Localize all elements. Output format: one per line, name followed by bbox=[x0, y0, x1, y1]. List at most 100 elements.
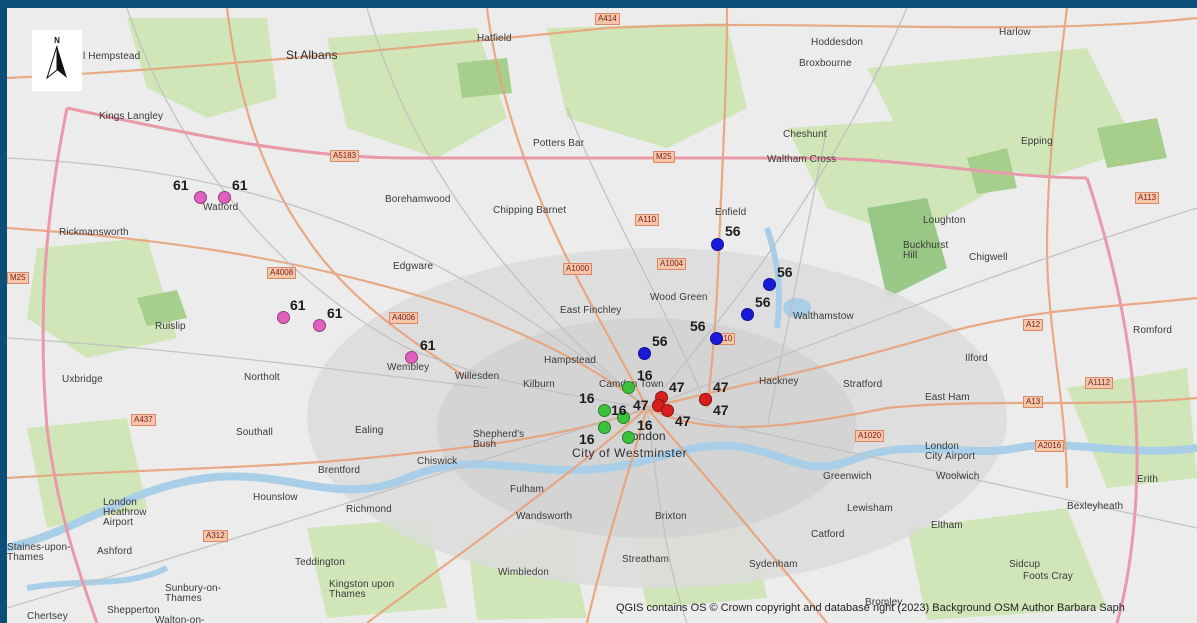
place-label-heathrow: London Heathrow Airport bbox=[103, 497, 147, 528]
place-label-ealing: Ealing bbox=[355, 425, 384, 436]
place-label-kingston: Kingston upon Thames bbox=[329, 579, 395, 600]
point-marker-47[interactable] bbox=[699, 393, 712, 406]
place-label-eltham: Eltham bbox=[931, 520, 963, 531]
place-label-southall: Southall bbox=[236, 427, 273, 438]
place-label-borehamwood: Borehamwood bbox=[385, 194, 451, 205]
point-marker-56[interactable] bbox=[710, 332, 723, 345]
north-arrow-icon bbox=[46, 46, 67, 80]
place-label-london-city-airport: London City Airport bbox=[925, 441, 976, 462]
place-label-sydenham: Sydenham bbox=[749, 559, 798, 570]
road-label-m25-n: M25 bbox=[653, 151, 675, 163]
point-label-47: 47 bbox=[675, 413, 691, 429]
place-label-london: London bbox=[625, 429, 666, 443]
place-label-epping: Epping bbox=[1021, 136, 1053, 147]
point-marker-47[interactable] bbox=[661, 404, 674, 417]
place-label-streatham: Streatham bbox=[622, 554, 670, 565]
place-label-greenwich: Greenwich bbox=[823, 471, 872, 482]
place-label-sunbury: Sunbury-on- Thames bbox=[165, 583, 222, 604]
basemap bbox=[7, 8, 1197, 623]
point-label-56: 56 bbox=[755, 294, 771, 310]
point-label-16: 16 bbox=[611, 402, 627, 418]
place-label-potters-bar: Potters Bar bbox=[533, 138, 585, 149]
place-label-northolt: Northolt bbox=[244, 372, 280, 383]
point-label-47: 47 bbox=[669, 379, 685, 395]
point-marker-61[interactable] bbox=[218, 191, 231, 204]
place-label-bromley: Bromley bbox=[865, 597, 903, 608]
north-arrow: N bbox=[32, 30, 82, 91]
point-marker-61[interactable] bbox=[277, 311, 290, 324]
point-marker-56[interactable] bbox=[638, 347, 651, 360]
place-label-east-ham: East Ham bbox=[925, 392, 970, 403]
map-credits: QGIS contains OS © Crown copyright and d… bbox=[616, 602, 1125, 614]
place-label-hackney: Hackney bbox=[759, 376, 799, 387]
place-label-romford: Romford bbox=[1133, 325, 1173, 336]
place-label-walthamstow: Walthamstow bbox=[793, 311, 854, 322]
place-label-enfield: Enfield bbox=[715, 207, 747, 218]
point-label-47: 47 bbox=[713, 402, 729, 418]
point-label-61: 61 bbox=[420, 337, 436, 353]
point-label-47: 47 bbox=[713, 379, 729, 395]
place-label-city-of-westminster: City of Westminster bbox=[572, 446, 688, 460]
place-label-ruislip: Ruislip bbox=[155, 321, 186, 332]
place-label-erith: Erith bbox=[1137, 474, 1159, 485]
place-label-catford: Catford bbox=[811, 529, 845, 540]
place-label-wimbledon: Wimbledon bbox=[498, 567, 549, 578]
road-label-a4008: A4008 bbox=[267, 267, 297, 279]
road-label-a13: A13 bbox=[1023, 396, 1044, 408]
point-label-61: 61 bbox=[173, 177, 189, 193]
place-label-fulham: Fulham bbox=[510, 484, 544, 495]
road-label-a113: A113 bbox=[1135, 192, 1160, 204]
point-marker-16[interactable] bbox=[598, 421, 611, 434]
place-label-hemel: l Hempstead bbox=[83, 51, 141, 62]
point-label-61: 61 bbox=[327, 305, 343, 321]
place-label-brixton: Brixton bbox=[655, 511, 687, 522]
point-marker-61[interactable] bbox=[313, 319, 326, 332]
point-marker-56[interactable] bbox=[763, 278, 776, 291]
road-label-a437: A437 bbox=[131, 414, 156, 426]
road-label-a312: A312 bbox=[203, 530, 228, 542]
place-label-hoddesdon: Hoddesdon bbox=[811, 37, 864, 48]
place-label-buckhurst-hill: Buckhurst Hill bbox=[903, 240, 949, 261]
place-label-wood-green: Wood Green bbox=[650, 292, 708, 303]
place-label-cheshunt: Cheshunt bbox=[783, 129, 827, 140]
place-label-bexleyheath: Bexleyheath bbox=[1067, 501, 1124, 512]
point-label-56: 56 bbox=[725, 223, 741, 239]
north-letter: N bbox=[54, 36, 60, 45]
point-marker-61[interactable] bbox=[405, 351, 418, 364]
point-marker-16[interactable] bbox=[617, 411, 630, 424]
point-label-61: 61 bbox=[290, 297, 306, 313]
place-label-willesden: Willesden bbox=[455, 371, 500, 382]
point-label-47: 47 bbox=[633, 397, 649, 413]
place-label-broxbourne: Broxbourne bbox=[799, 58, 852, 69]
place-label-ilford: Ilford bbox=[965, 353, 988, 364]
place-label-uxbridge: Uxbridge bbox=[62, 374, 103, 385]
point-marker-56[interactable] bbox=[741, 308, 754, 321]
point-label-16: 16 bbox=[579, 431, 595, 447]
place-label-st-albans: St Albans bbox=[286, 48, 338, 62]
point-marker-61[interactable] bbox=[194, 191, 207, 204]
place-label-walton: Walton-on- bbox=[155, 615, 205, 623]
point-marker-16[interactable] bbox=[598, 404, 611, 417]
road-label-m25-w: M25 bbox=[7, 272, 29, 284]
place-label-brentford: Brentford bbox=[318, 465, 361, 476]
road-label-a110: A110 bbox=[635, 214, 660, 226]
road-label-a4006: A4006 bbox=[389, 312, 419, 324]
place-label-staines: Staines-upon- Thames bbox=[7, 542, 71, 563]
point-marker-56[interactable] bbox=[711, 238, 724, 251]
place-label-loughton: Loughton bbox=[923, 215, 966, 226]
point-marker-16[interactable] bbox=[622, 431, 635, 444]
place-label-hatfield: Hatfield bbox=[477, 33, 512, 44]
place-label-wandsworth: Wandsworth bbox=[516, 511, 573, 522]
place-label-kings-langley: Kings Langley bbox=[99, 111, 164, 122]
point-marker-16[interactable] bbox=[622, 381, 635, 394]
place-label-chertsey: Chertsey bbox=[27, 611, 68, 622]
place-label-camden-town: Camden Town bbox=[599, 379, 664, 390]
road-label-a12: A12 bbox=[1023, 319, 1044, 331]
road-label-a1112: A1112 bbox=[1085, 377, 1113, 389]
place-label-chipping-barnet: Chipping Barnet bbox=[493, 205, 567, 216]
place-label-hounslow: Hounslow bbox=[253, 492, 298, 503]
place-label-wembley: Wembley bbox=[387, 362, 430, 373]
place-label-watford: Watford bbox=[203, 202, 239, 213]
